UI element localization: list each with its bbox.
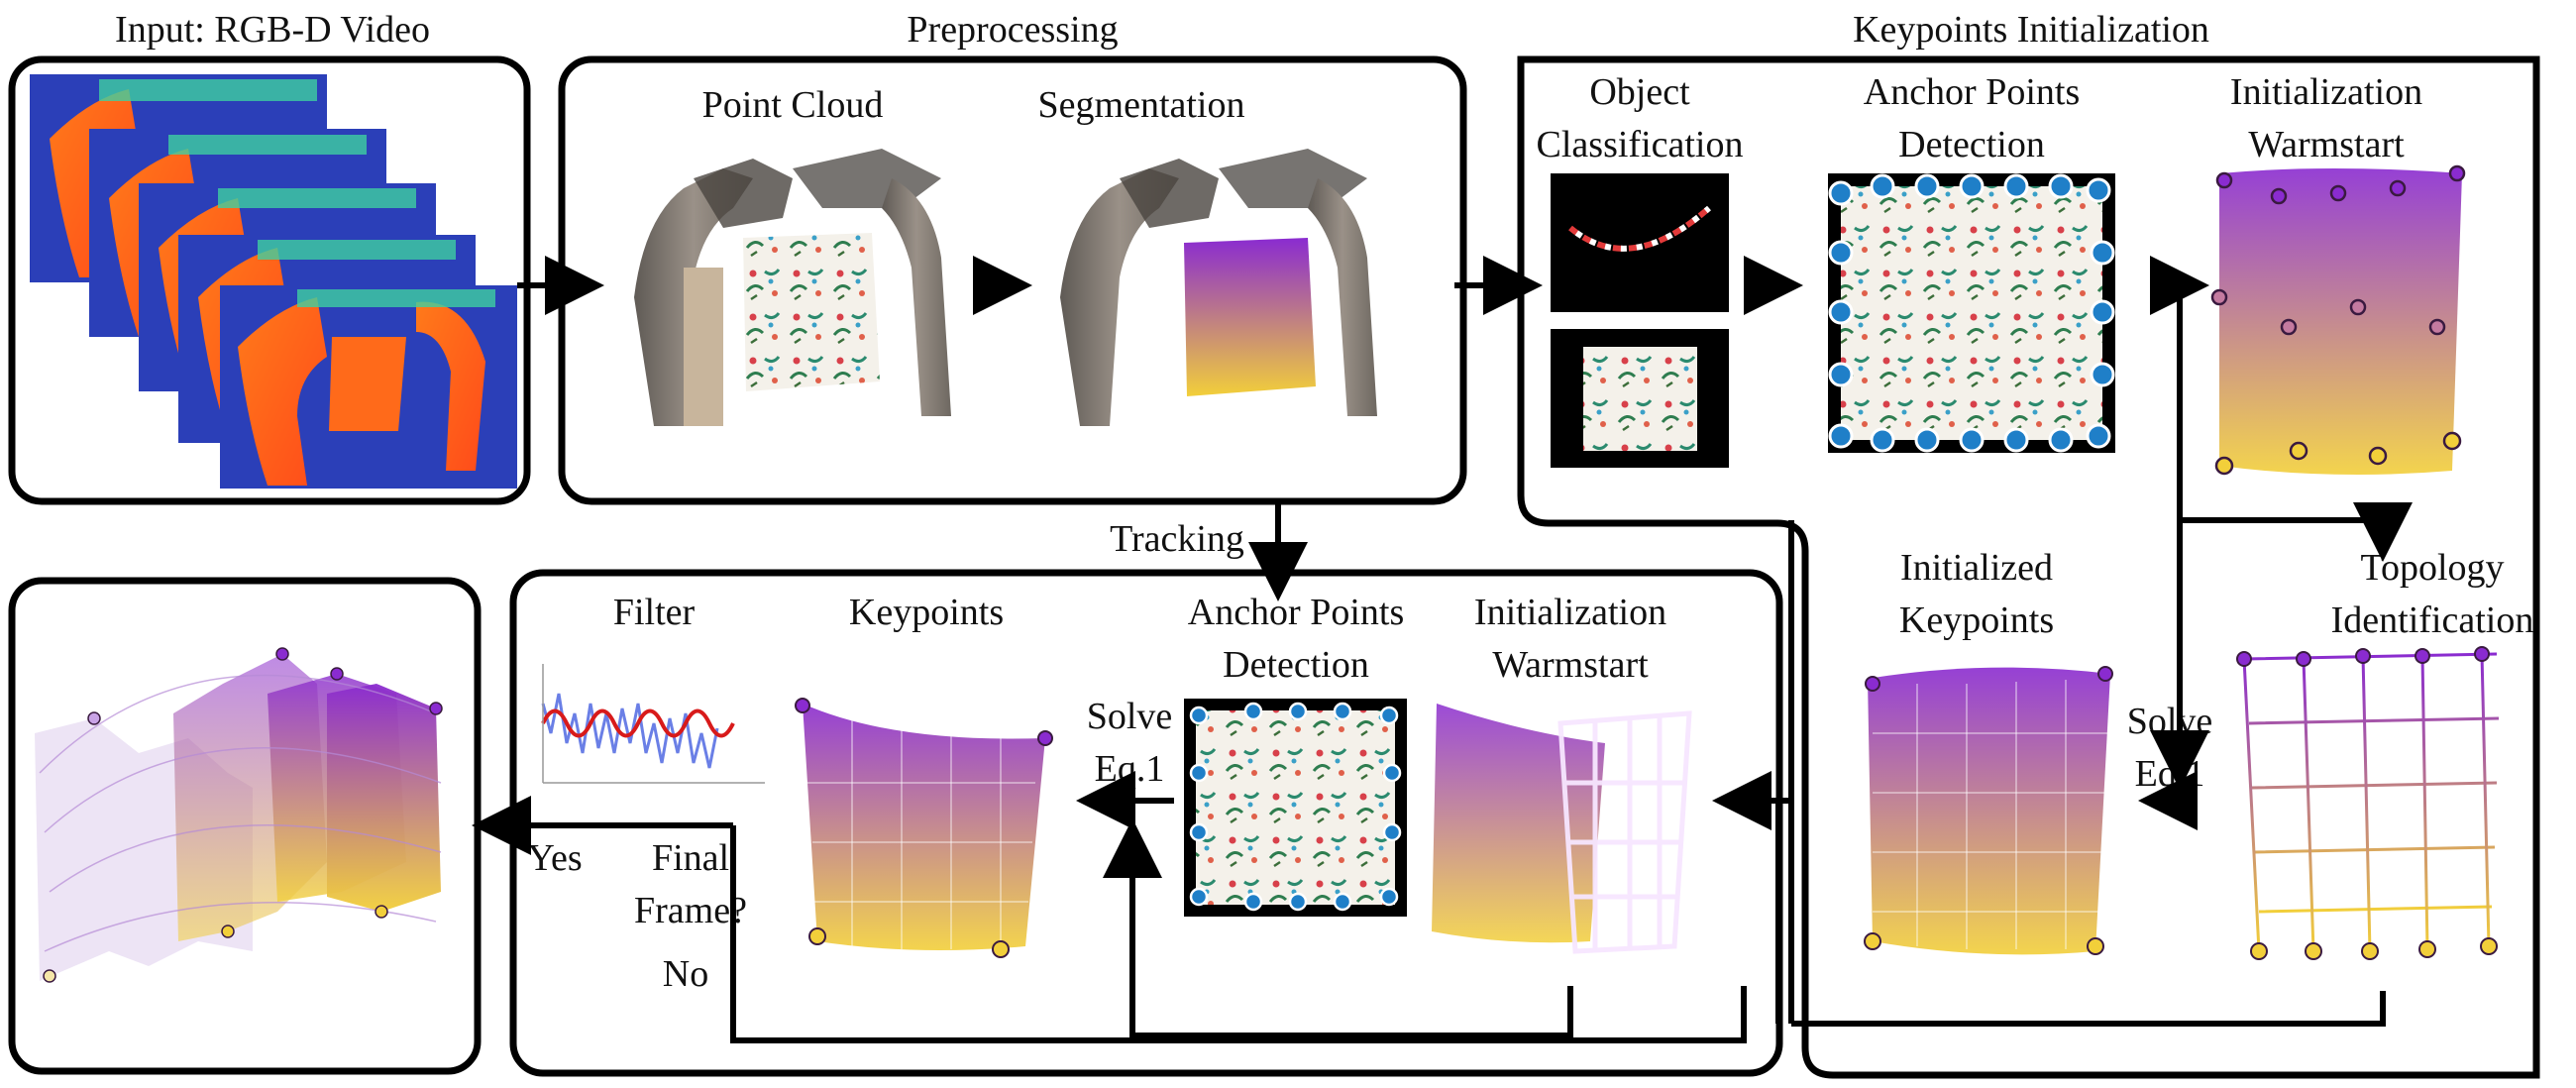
tracking-warmstart-label-1: Initialization bbox=[1474, 592, 1666, 633]
object-classification-label-1: Object bbox=[1589, 71, 1690, 113]
tracking-anchor-image bbox=[1184, 699, 1407, 917]
tracking-warmstart-image bbox=[1432, 704, 1692, 954]
segmentation-label: Segmentation bbox=[1038, 84, 1245, 126]
init-solve-label-1: Solve bbox=[2127, 701, 2213, 742]
init-warmstart-image bbox=[2210, 164, 2466, 476]
init-warmstart-label-1: Initialization bbox=[2230, 71, 2422, 113]
topology-label-2: Identification bbox=[2331, 599, 2534, 641]
initialized-keypoints-label-2: Keypoints bbox=[1899, 599, 2054, 641]
tracking-anchor-label-1: Anchor Points bbox=[1188, 592, 1405, 633]
initialized-keypoints-label-1: Initialized bbox=[1900, 547, 2053, 589]
flow-arrows bbox=[472, 256, 2413, 1043]
anchor-points bbox=[1828, 173, 2115, 453]
point-cloud-image bbox=[634, 149, 951, 426]
input-panel bbox=[8, 55, 531, 505]
anchor-points-label-2: Detection bbox=[1898, 124, 2045, 165]
tracking-label: Tracking bbox=[1110, 518, 1244, 560]
final-frame-label-1: Final bbox=[652, 837, 729, 879]
tracking-keypoints-image bbox=[795, 698, 1053, 958]
input-title: Input: RGB-D Video bbox=[115, 9, 430, 51]
rope-image bbox=[1551, 173, 1729, 312]
keypoints-init-panel bbox=[1517, 55, 2540, 1079]
tracking-warmstart-label-2: Warmstart bbox=[1492, 644, 1649, 686]
no-label: No bbox=[663, 953, 708, 995]
keypoints-init-title: Keypoints Initialization bbox=[1853, 9, 2209, 51]
init-solve-label-2: Eq.1 bbox=[2135, 753, 2205, 795]
topology-image bbox=[2236, 646, 2500, 960]
output-trajectory-image bbox=[35, 647, 443, 983]
filter-plot bbox=[541, 664, 765, 784]
anchor-points-image bbox=[1828, 173, 2115, 453]
init-warmstart-label-2: Warmstart bbox=[2248, 124, 2405, 165]
topology-label-1: Topology bbox=[2360, 547, 2504, 589]
initialized-keypoints-image bbox=[1864, 666, 2113, 955]
filter-label: Filter bbox=[613, 592, 696, 633]
anchor-points-label-1: Anchor Points bbox=[1864, 71, 2081, 113]
segmentation-image bbox=[1060, 149, 1377, 426]
yes-label: Yes bbox=[527, 837, 582, 879]
tracking-solve-label-2: Eq.1 bbox=[1095, 748, 1165, 790]
tracking-keypoints-label: Keypoints bbox=[849, 592, 1004, 633]
final-frame-label-2: Frame? bbox=[634, 890, 747, 931]
preprocessing-title: Preprocessing bbox=[907, 9, 1118, 51]
point-cloud-label: Point Cloud bbox=[702, 84, 884, 126]
object-classification-label-2: Classification bbox=[1537, 124, 1744, 165]
depth-frame-front bbox=[220, 285, 517, 489]
cloth-image bbox=[1551, 329, 1729, 468]
tracking-anchor-label-2: Detection bbox=[1223, 644, 1369, 686]
depth-frame-stack bbox=[30, 74, 517, 489]
tracking-solve-label-1: Solve bbox=[1087, 696, 1173, 737]
